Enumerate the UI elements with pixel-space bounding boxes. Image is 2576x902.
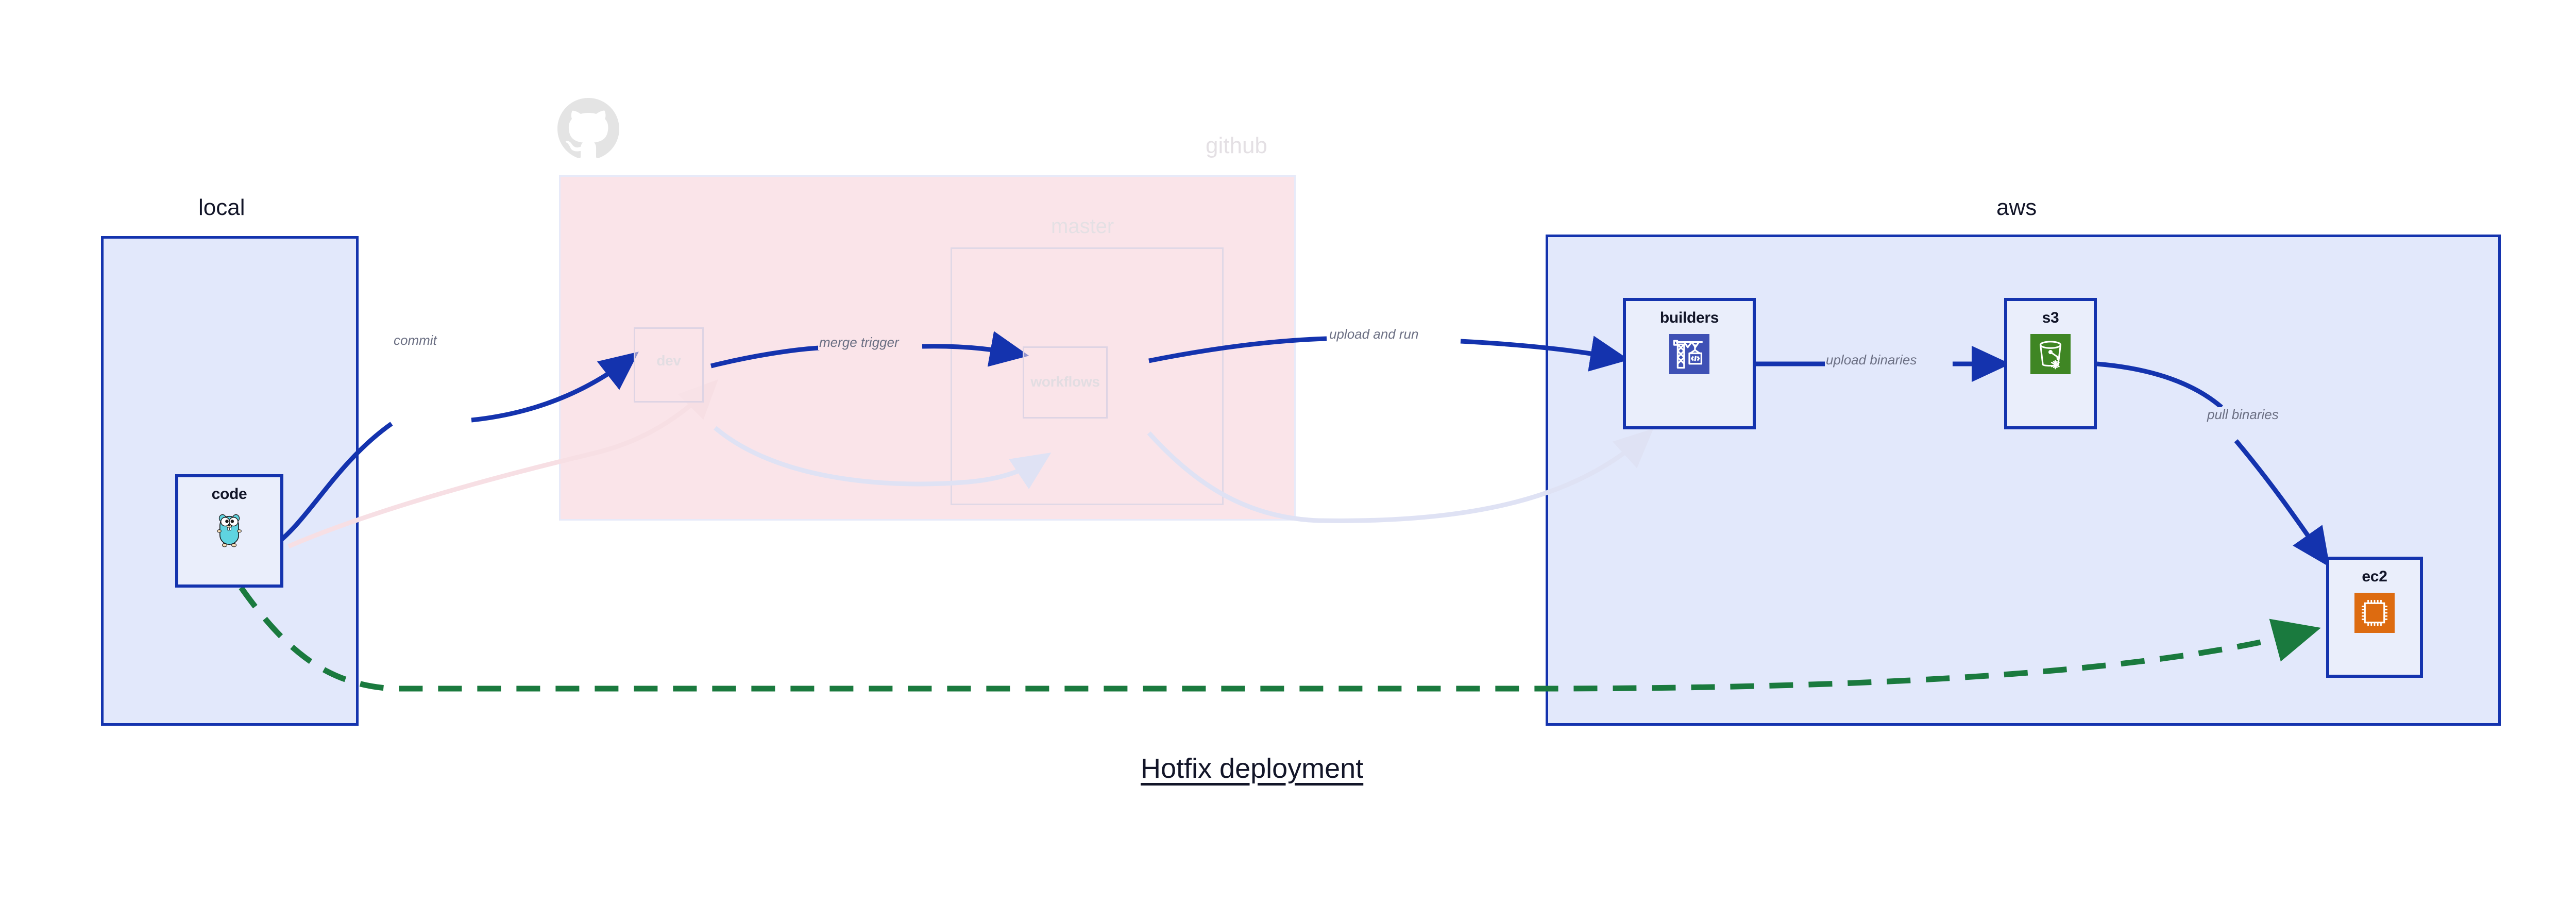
- node-s3[interactable]: s3: [2004, 298, 2097, 429]
- page-title: Hotfix deployment: [1141, 753, 1364, 784]
- node-builders[interactable]: builders: [1623, 298, 1756, 429]
- node-builders-label: builders: [1659, 309, 1719, 326]
- node-s3-label: s3: [2042, 309, 2059, 326]
- group-label-local: local: [198, 195, 245, 220]
- edge-label-pull-binaries: pull binaries: [2206, 407, 2280, 422]
- node-dev[interactable]: dev: [634, 327, 704, 403]
- aws-s3-bucket-icon: [2030, 334, 2071, 374]
- node-workflows-label: workflows: [1030, 374, 1100, 390]
- node-code[interactable]: code: [175, 474, 283, 588]
- edge-label-merge-trigger: merge trigger: [818, 335, 900, 350]
- group-master: [951, 247, 1224, 505]
- aws-ec2-chip-icon: [2354, 593, 2395, 633]
- node-ec2-label: ec2: [2362, 568, 2387, 585]
- aws-codebuild-icon: [1669, 334, 1709, 374]
- group-label-github: github: [1206, 133, 1267, 158]
- node-workflows[interactable]: workflows: [1023, 346, 1108, 419]
- edge-label-upload-and-run: upload and run: [1328, 326, 1420, 342]
- node-code-label: code: [211, 486, 247, 503]
- go-gopher-icon: [217, 514, 242, 547]
- node-dev-label: dev: [656, 353, 681, 369]
- github-octocat-icon: [557, 98, 619, 159]
- edge-label-commit: commit: [393, 332, 438, 348]
- node-ec2[interactable]: ec2: [2326, 557, 2423, 678]
- group-label-aws: aws: [1996, 195, 2037, 220]
- edge-label-upload-binaries: upload binaries: [1825, 352, 1918, 368]
- group-label-master: master: [1051, 215, 1114, 238]
